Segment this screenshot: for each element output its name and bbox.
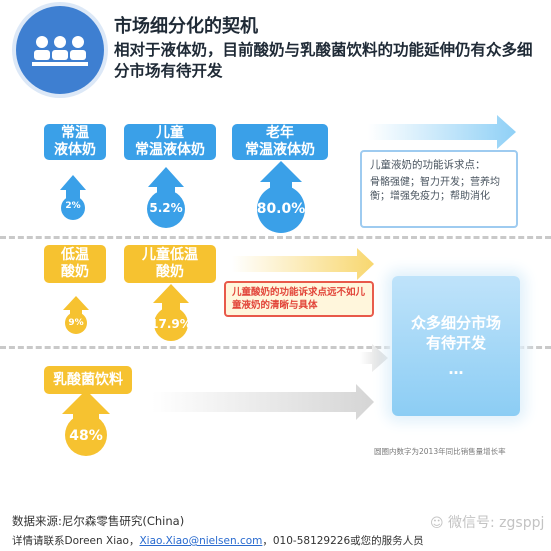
growth-label: 5.2% [149, 201, 183, 215]
product-box-ambient-milk: 常温 液体奶 [44, 124, 106, 160]
arrow-right-gray-2 [152, 384, 374, 420]
product-box-lactic-drink: 乳酸菌饮料 [44, 366, 132, 394]
contact-line: 详情请联系Doreen Xiao，Xiao.Xiao@nielsen.com，0… [12, 533, 424, 548]
product-box-elderly-ambient-milk: 老年 常温液体奶 [232, 124, 328, 160]
header-badge [16, 6, 104, 94]
divider-2 [0, 346, 551, 349]
product-box-chilled-yogurt: 低温 酸奶 [44, 245, 106, 283]
note-title: 儿童液奶的功能诉求点： [370, 159, 486, 171]
page-title: 市场细分化的契机 [114, 16, 258, 37]
arrow-up-5 [153, 284, 189, 316]
kids-milk-claims-note: 儿童液奶的功能诉求点： 骨骼强健；智力开发；营养均衡；增强免疫力；帮助消化 [360, 150, 518, 228]
wechat-watermark: ☺ 微信号: zgsppj [430, 512, 544, 532]
growth-label: 80.0% [256, 201, 306, 217]
opportunity-line1: 众多细分市场 [410, 314, 501, 332]
people-icon [32, 36, 88, 66]
product-box-kids-ambient-milk: 儿童 常温液体奶 [124, 124, 216, 160]
page-subtitle: 相对于液体奶，目前酸奶与乳酸菌饮料的功能延伸仍有众多细分市场有待开发 [114, 41, 533, 80]
growth-label: 2% [65, 201, 81, 211]
arrow-right-blue [368, 115, 516, 149]
arrow-up-6 [62, 390, 110, 425]
contact-suffix: ，010-58129226或您的服务人员 [262, 535, 424, 547]
opportunity-dots: … [448, 360, 464, 378]
growth-label: 48% [69, 428, 103, 444]
wechat-id: 微信号: zgsppj [448, 515, 545, 531]
footnote: 圆圈内数字为2013年同比销售量增长率 [374, 447, 506, 456]
data-source: 数据来源:尼尔森零售研究(China) [12, 514, 185, 528]
kids-yogurt-claims-note: 儿童酸奶的功能诉求点远不如儿童液奶的清晰与具体 [224, 281, 374, 317]
wechat-icon: ☺ [430, 516, 444, 531]
contact-email-link[interactable]: Xiao.Xiao@nielsen.com [139, 535, 263, 547]
arrow-right-yellow [232, 248, 374, 280]
arrow-right-gray-1 [360, 344, 388, 372]
contact-prefix: 详情请联系Doreen Xiao， [12, 535, 140, 547]
growth-label: 9% [68, 318, 84, 328]
opportunity-box: 众多细分市场 有待开发 … [392, 276, 520, 416]
growth-label: 17.9% [150, 317, 192, 331]
divider-1 [0, 236, 551, 239]
note-body: 骨骼强健；智力开发；营养均衡；增强免疫力；帮助消化 [370, 177, 500, 202]
product-box-kids-chilled-yogurt: 儿童低温 酸奶 [124, 245, 216, 283]
arrow-up-2 [148, 167, 184, 200]
arrow-up-4 [63, 296, 89, 322]
opportunity-line2: 有待开发 [425, 334, 486, 352]
